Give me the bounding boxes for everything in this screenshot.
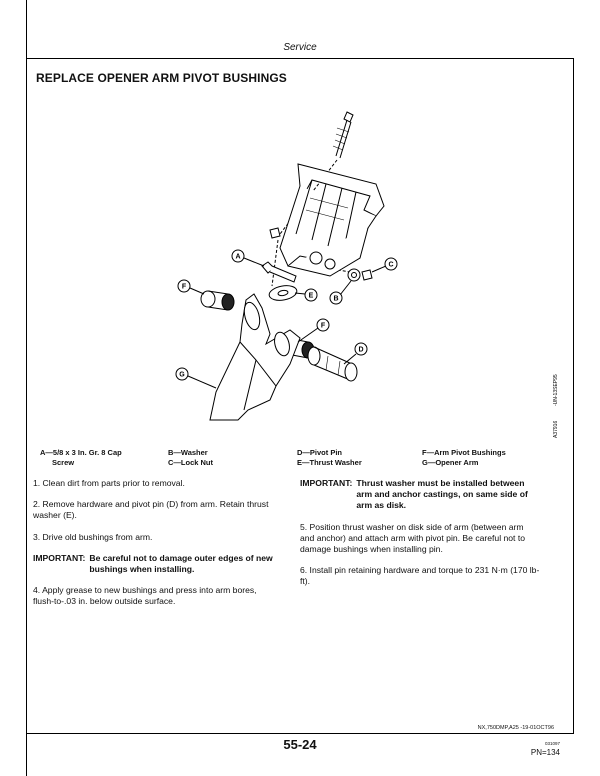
svg-text:F: F [321,323,326,330]
instructions-left: 1. Clean dirt from parts prior to remova… [33,478,273,618]
pn-number: PN=134 [530,748,560,757]
bushing-left-drawing [200,290,235,311]
cap-screw-a-drawing [261,261,297,283]
svg-text:G: G [179,372,185,379]
figure-code: A37916 [553,421,559,438]
svg-text:E: E [309,293,314,300]
cap-screw-top-drawing [332,111,354,159]
legend-col-2: B—Washer C—Lock Nut [168,448,213,467]
callout-a: A [231,249,265,267]
left-margin-rule-bottom [26,734,27,776]
step-1: 1. Clean dirt from parts prior to remova… [33,478,185,488]
anchor-casting-drawing [279,163,385,277]
figure-date-code: -UN-13SEP95 [553,374,559,406]
step-4: 4. Apply grease to new bushings and pres… [33,585,257,607]
svg-text:B: B [333,296,338,303]
callout-d: D [343,342,368,365]
important-note-thrust-washer: IMPORTANT: Thrust washer must be install… [300,478,528,511]
instructions-right: IMPORTANT: Thrust washer must be install… [300,478,540,598]
callout-f-right: F [297,318,330,343]
svg-text:A: A [235,254,240,261]
svg-text:F: F [182,284,187,291]
step-6: 6. Install pin retaining hardware and to… [300,565,540,587]
opener-arm-drawing [209,293,301,421]
callout-c: C [371,257,398,273]
content-frame [26,58,574,734]
step-5: 5. Position thrust washer on disk side o… [300,521,525,555]
left-margin-rule [26,0,27,58]
callout-f-left: F [177,279,205,295]
document-code: NX,750DMP,A25 -19-01OCT96 [477,725,554,731]
svg-text:C: C [388,262,393,269]
pivot-pin-drawing [307,346,358,382]
callout-b: B [329,280,352,305]
legend-col-3: D—Pivot Pin E—Thrust Washer [297,448,362,467]
page-number: 55-24 [283,737,317,752]
section-header: Service [283,42,317,53]
figure-side-codes: A37916 -UN-13SEP95 [553,374,559,438]
exploded-view-illustration: A B C D E F F [175,111,398,421]
svg-text:D: D [358,347,363,354]
callout-g: G [175,367,217,389]
legend-col-1: A—5/8 x 3 In. Gr. 8 Cap Screw [40,448,122,467]
callout-e: E [294,288,318,302]
step-2: 2. Remove hardware and pivot pin (D) fro… [33,499,269,521]
page-title: REPLACE OPENER ARM PIVOT BUSHINGS [36,71,287,85]
print-code: 031097 [544,741,560,746]
step-3: 3. Drive old bushings from arm. [33,531,153,542]
legend-col-4: F—Arm Pivot Bushings G—Opener Arm [422,448,506,467]
important-note-bushings: IMPORTANT: Be careful not to damage oute… [33,552,273,575]
